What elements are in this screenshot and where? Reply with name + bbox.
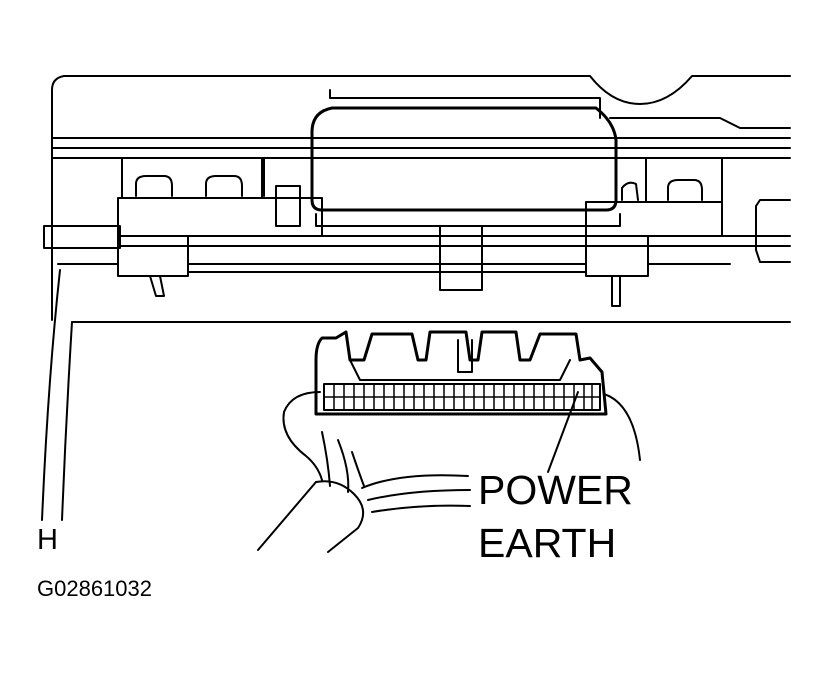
view-letter: H — [37, 524, 58, 556]
center-clip — [439, 225, 483, 291]
wire-harness — [257, 391, 641, 553]
ecu-module-cover — [310, 106, 621, 227]
figure-code: G02861032 — [37, 576, 152, 601]
harness-connector — [314, 330, 608, 416]
left-bracket — [43, 157, 323, 297]
callout-line-power: POWER — [478, 467, 633, 513]
right-bracket — [585, 157, 791, 307]
callout-leader-line — [547, 391, 579, 473]
lower-panel — [41, 269, 791, 521]
power-earth-callout: POWER EARTH — [478, 464, 633, 570]
terminal-pins — [323, 383, 601, 411]
callout-line-earth: EARTH — [478, 520, 617, 566]
mounting-rails — [119, 235, 791, 273]
